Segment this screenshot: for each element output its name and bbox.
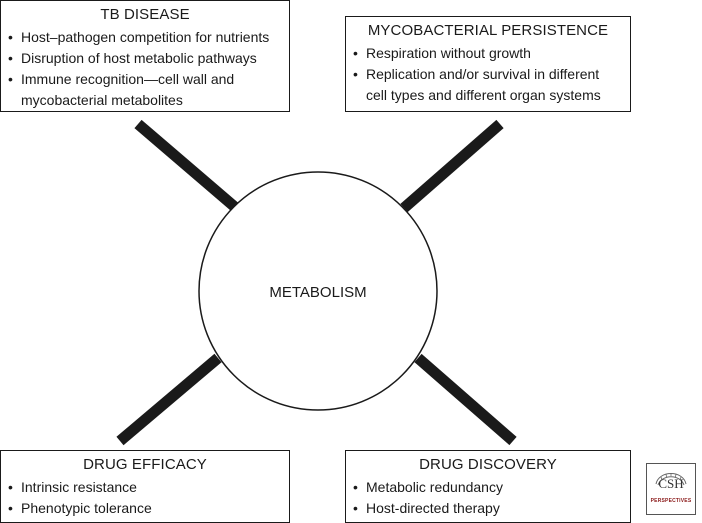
list-item: Immune recognition—cell wall and mycobac… [8, 69, 282, 111]
logo-letters: CSH [658, 476, 684, 491]
list-item: Host-directed therapy [353, 498, 623, 519]
connector-tb-disease [134, 119, 240, 213]
tb-disease-box: TB DISEASE Host–pathogen competition for… [0, 0, 290, 112]
list-item: Replication and/or survival in different… [353, 64, 623, 106]
mycobacterial-persistence-box: MYCOBACTERIAL PERSISTENCE Respiration wi… [345, 16, 631, 112]
drug-efficacy-list: Intrinsic resistance Phenotypic toleranc… [8, 477, 282, 519]
drug-efficacy-box: DRUG EFFICACY Intrinsic resistance Pheno… [0, 450, 290, 523]
drug-discovery-list: Metabolic redundancy Host-directed thera… [353, 477, 623, 519]
metabolism-circle [198, 171, 438, 411]
list-item: Intrinsic resistance [8, 477, 282, 498]
list-item: Disruption of host metabolic pathways [8, 48, 282, 69]
tb-disease-list: Host–pathogen competition for nutrients … [8, 27, 282, 111]
connector-persistence [400, 119, 504, 213]
drug-discovery-title: DRUG DISCOVERY [419, 456, 557, 473]
metabolism-label: METABOLISM [269, 284, 367, 301]
connector-drug-efficacy [116, 353, 222, 446]
list-item: Respiration without growth [353, 43, 623, 64]
list-item: Host–pathogen competition for nutrients [8, 27, 282, 48]
dna-helix-icon [655, 473, 687, 486]
csh-perspectives-logo: CSH PERSPECTIVES [646, 463, 696, 515]
drug-discovery-box: DRUG DISCOVERY Metabolic redundancy Host… [345, 450, 631, 523]
list-item: Metabolic redundancy [353, 477, 623, 498]
tb-disease-title: TB DISEASE [100, 6, 190, 23]
list-item: Phenotypic tolerance [8, 498, 282, 519]
persistence-list: Respiration without growth Replication a… [353, 43, 623, 106]
drug-efficacy-title: DRUG EFFICACY [83, 456, 207, 473]
connector-drug-discovery [414, 353, 517, 446]
persistence-title: MYCOBACTERIAL PERSISTENCE [367, 22, 609, 39]
logo-subtitle: PERSPECTIVES [650, 498, 692, 504]
